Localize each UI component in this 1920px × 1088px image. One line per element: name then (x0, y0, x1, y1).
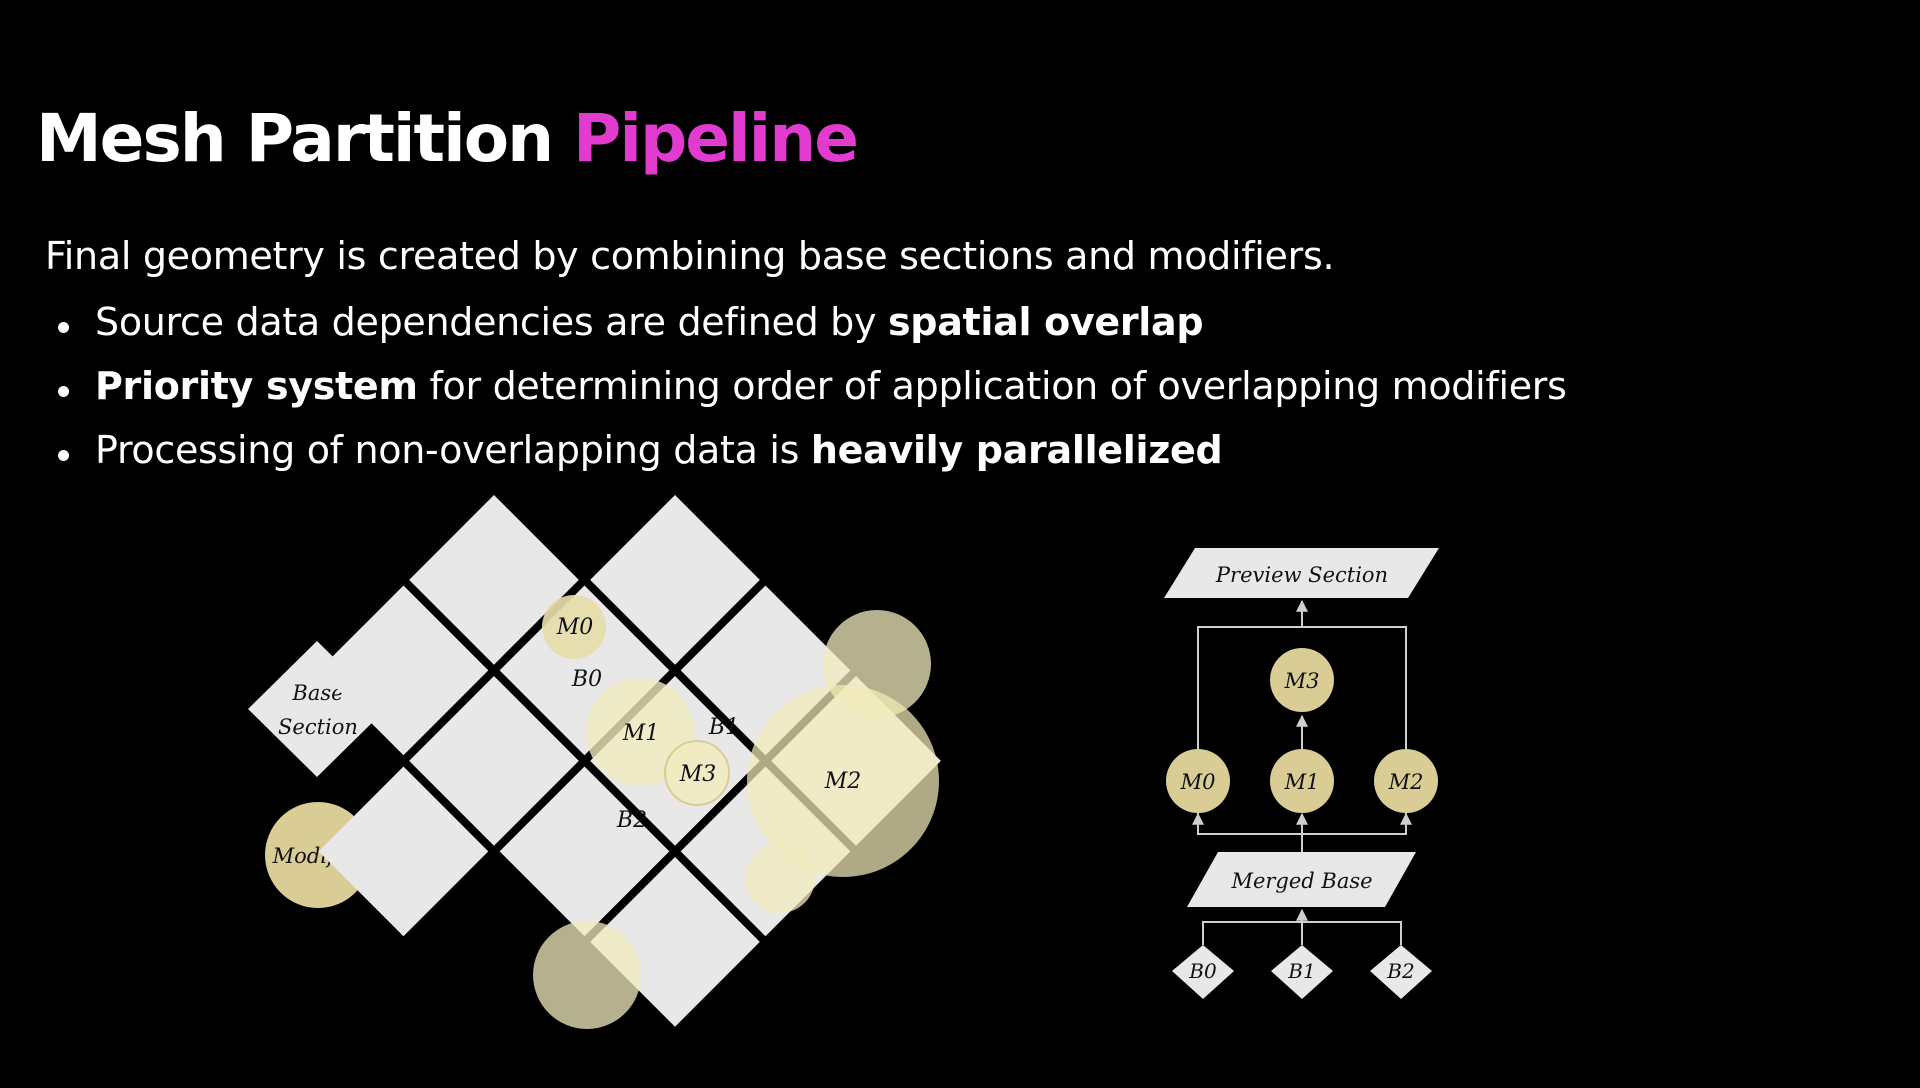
modifier-m3 (664, 740, 730, 806)
bullet-emphasis: heavily parallelized (810, 428, 1223, 472)
label-m3: M3 (679, 762, 717, 787)
merged-base-node (1187, 852, 1416, 907)
graph-node-m1 (1270, 749, 1334, 813)
merged-base-label: Merged Base (1230, 869, 1372, 893)
graph-node-b1-label: B1 (1287, 959, 1315, 983)
bullet-text: Source data dependencies are defined by (95, 300, 888, 344)
graph-node-m3 (1270, 648, 1334, 712)
graph-connectors (1192, 599, 1412, 945)
bullet-emphasis: spatial overlap (887, 300, 1204, 344)
bullet-item: Source data dependencies are defined by … (55, 298, 1567, 362)
modifier-bottom (533, 921, 641, 1029)
graph-node-b2 (1370, 945, 1432, 999)
base-tile (590, 495, 760, 665)
graph-node-m1-label: M1 (1284, 770, 1320, 794)
bullet-list: Source data dependencies are defined by … (55, 298, 1567, 490)
bullet-text: Processing of non-overlapping data is (95, 428, 811, 472)
bullet-item: Processing of non-overlapping data is he… (55, 426, 1567, 490)
label-b1: B1 (708, 715, 739, 740)
title-accent: Pipeline (573, 100, 859, 177)
bullet-text: for determining order of application of … (417, 364, 1567, 408)
label-b2: B2 (616, 808, 647, 833)
modifier-small (745, 843, 815, 913)
bullet-emphasis: Priority system (95, 364, 418, 408)
preview-section-label: Preview Section (1215, 563, 1388, 587)
modifier-m1 (586, 678, 694, 786)
intro-text: Final geometry is created by combining b… (45, 234, 1335, 278)
graph-node-b1 (1271, 945, 1333, 999)
legend-base-label-line2: Section (278, 715, 358, 739)
label-m0: M0 (556, 615, 594, 640)
bullet-item: Priority system for determining order of… (55, 362, 1567, 426)
graph-node-b0 (1172, 945, 1234, 999)
preview-section-node (1164, 548, 1439, 598)
graph-node-m0-label: M0 (1180, 770, 1216, 794)
label-b0: B0 (571, 667, 602, 692)
modifier-m0 (542, 595, 606, 659)
graph-node-m0 (1166, 749, 1230, 813)
graph-node-m2 (1374, 749, 1438, 813)
modifier-m2 (747, 685, 939, 877)
graph-node-b2-label: B2 (1386, 959, 1414, 983)
spatial-map: M0 B0 M1 B1 M3 M2 B2 (318, 495, 941, 1029)
base-tile (318, 585, 489, 756)
dependency-graph: Preview Section M3 M0 M1 M2 Merged Base … (1164, 548, 1439, 999)
slide-title: Mesh Partition Pipeline (36, 100, 859, 177)
label-m1: M1 (622, 721, 660, 746)
graph-node-b0-label: B0 (1188, 959, 1217, 983)
graph-node-m2-label: M2 (1388, 770, 1424, 794)
label-m2: M2 (824, 769, 862, 794)
title-main: Mesh Partition (36, 100, 554, 177)
graph-node-m3-label: M3 (1284, 669, 1320, 693)
